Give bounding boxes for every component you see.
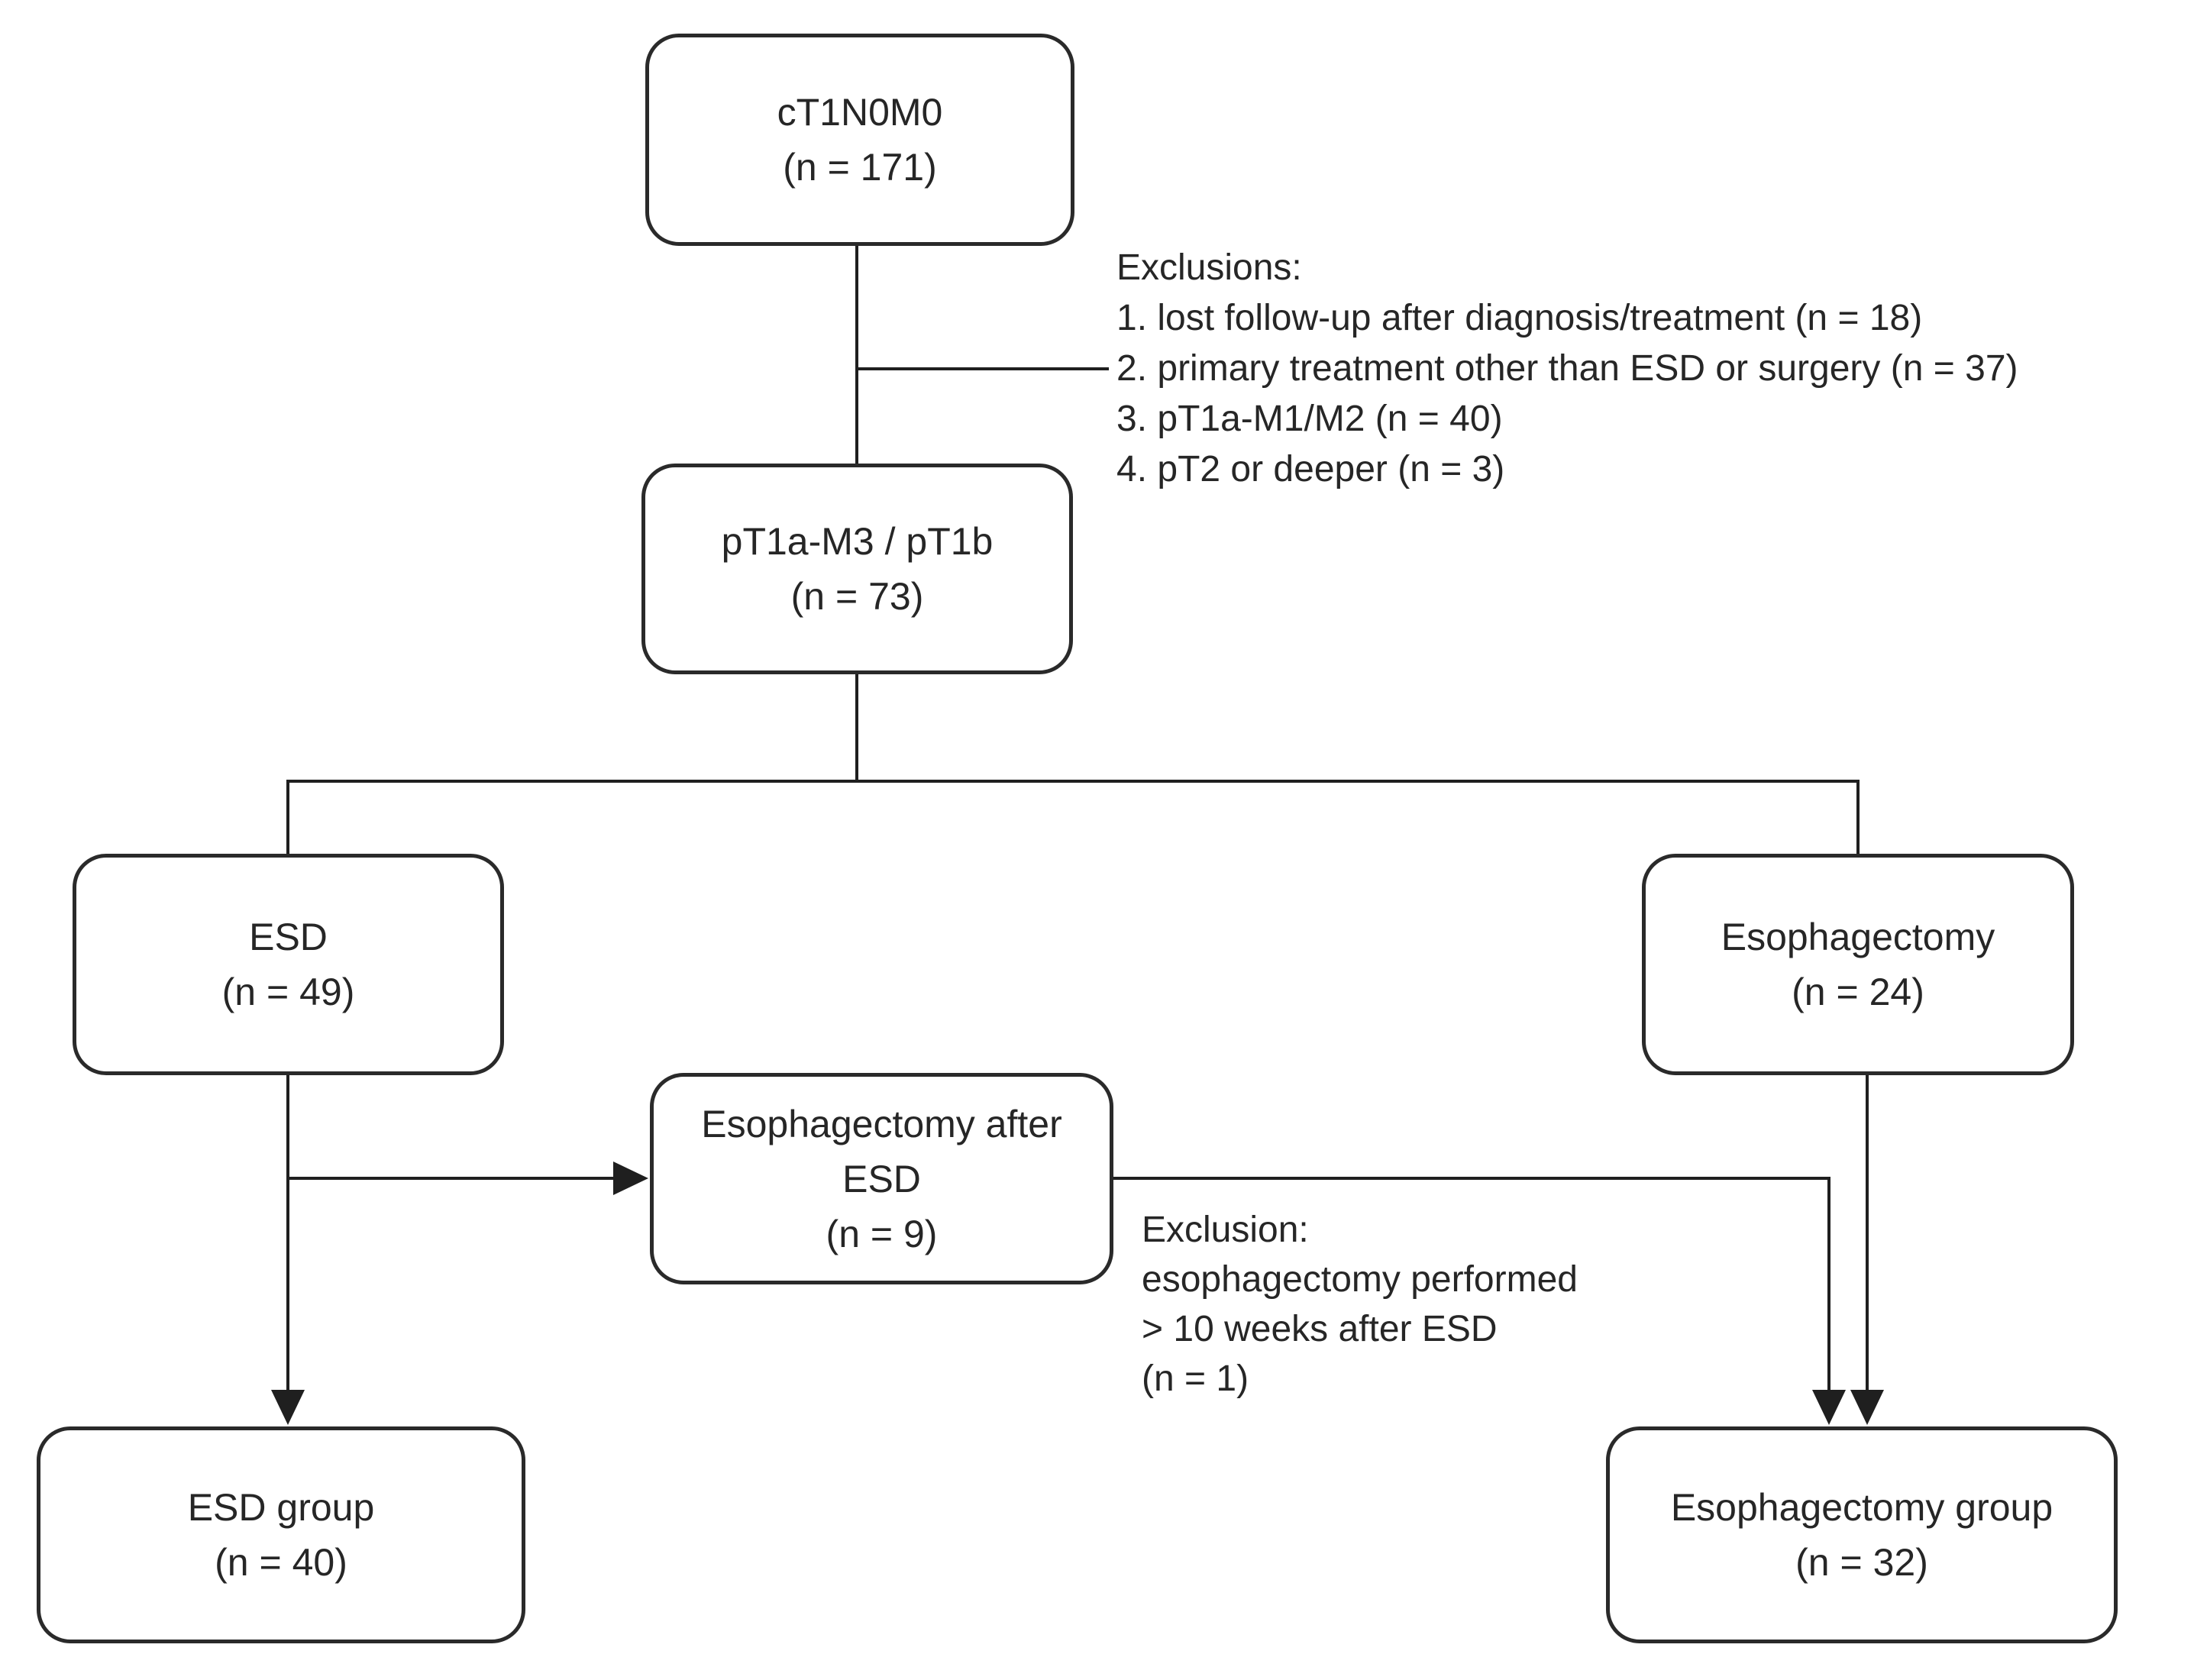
arrowhead-right-icon [613,1161,648,1195]
exclusion-item: 1. lost follow-up after diagnosis/treatm… [1116,298,1923,338]
node-count: (n = 32) [1795,1541,1928,1584]
node-label: cT1N0M0 [777,91,943,134]
exclusion-item: 3. pT1a-M1/M2 (n = 40) [1116,399,1503,439]
node-esd-group: ESD group (n = 40) [37,1426,525,1643]
exclusion-note-line: esophagectomy performed [1142,1259,1578,1300]
exclusion-item: 2. primary treatment other than ESD or s… [1116,348,2018,389]
node-label: ESD group [187,1486,375,1529]
node-esophagectomy-group: Esophagectomy group (n = 32) [1606,1426,2118,1643]
node-esophagectomy: Esophagectomy (n = 24) [1642,854,2074,1075]
node-count: (n = 73) [790,575,924,618]
node-count: (n = 49) [221,971,355,1013]
node-count: (n = 24) [1792,971,1924,1013]
node-esd: ESD (n = 49) [73,854,504,1075]
node-pt1a-m3-pt1b: pT1a-M3 / pT1b (n = 73) [641,464,1073,674]
node-label: pT1a-M3 / pT1b [721,520,994,563]
node-count: (n = 171) [783,146,937,189]
arrowhead-down-icon [271,1390,305,1425]
node-count: (n = 40) [215,1541,347,1584]
node-label: Esophagectomy after [701,1102,1062,1145]
node-count: (n = 9) [826,1212,938,1255]
exclusion-note-heading: Exclusion: [1142,1210,1309,1250]
exclusion-item: 4. pT2 or deeper (n = 3) [1116,449,1505,489]
node-ct1n0m0: cT1N0M0 (n = 171) [645,34,1074,246]
arrowhead-down-icon [1812,1390,1846,1425]
exclusions-heading: Exclusions: [1116,247,1302,288]
arrowhead-down-icon [1850,1390,1884,1425]
node-label: ESD [249,916,328,958]
node-esophagectomy-after-esd: Esophagectomy after ESD (n = 9) [650,1073,1113,1284]
exclusion-note-line: > 10 weeks after ESD [1142,1309,1498,1349]
node-label: Esophagectomy [1721,916,1995,958]
exclusions-list: Exclusions: 1. lost follow-up after diag… [1116,243,2018,495]
node-label: Esophagectomy group [1670,1486,2053,1529]
node-label: ESD [842,1157,921,1200]
exclusion-note: Exclusion: esophagectomy performed > 10 … [1142,1205,1578,1404]
exclusion-note-line: (n = 1) [1142,1359,1249,1399]
